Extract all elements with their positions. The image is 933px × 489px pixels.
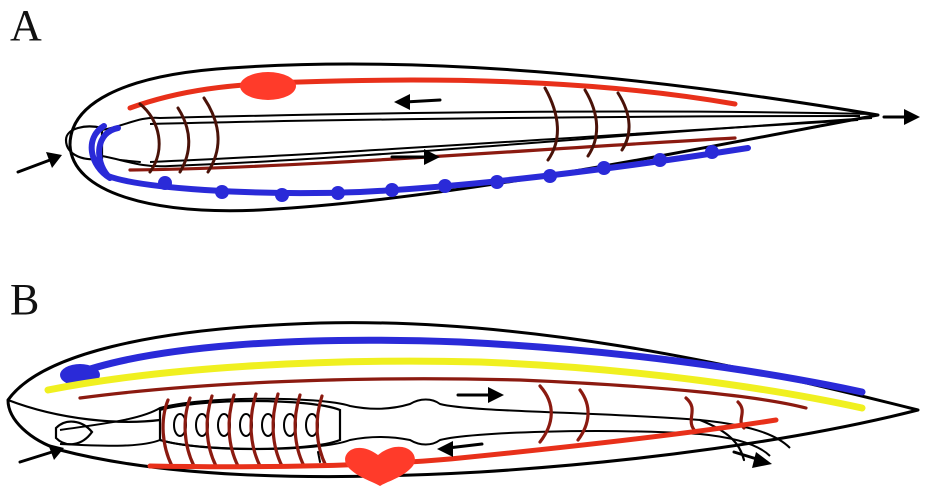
mouth-b [56, 422, 92, 445]
panel-b-drawing [8, 323, 918, 486]
gut-inner2-a [150, 120, 858, 162]
inflow-arrow-b [20, 444, 64, 462]
gill-arches-b [163, 394, 326, 466]
body-outline-b [8, 323, 918, 477]
inflow-arrow-a [18, 152, 62, 172]
heart-b [345, 447, 415, 486]
outflow-arrow-b [734, 452, 772, 468]
heart-a [240, 72, 296, 100]
gut-inner-a [150, 116, 860, 124]
ventral-vessel-b [150, 420, 776, 467]
gut-upper-b [60, 399, 790, 448]
head-line-b [8, 400, 160, 422]
outflow-arrow-a [884, 109, 920, 125]
loop-a-3 [140, 104, 159, 172]
dorsal-vessel-a [130, 80, 735, 108]
loop-a-6 [618, 93, 629, 150]
flow-arrow-right-b [458, 387, 504, 403]
loop-a-2 [204, 98, 218, 172]
panel-a-drawing [18, 64, 920, 211]
flow-arrow-left-a [394, 94, 440, 110]
